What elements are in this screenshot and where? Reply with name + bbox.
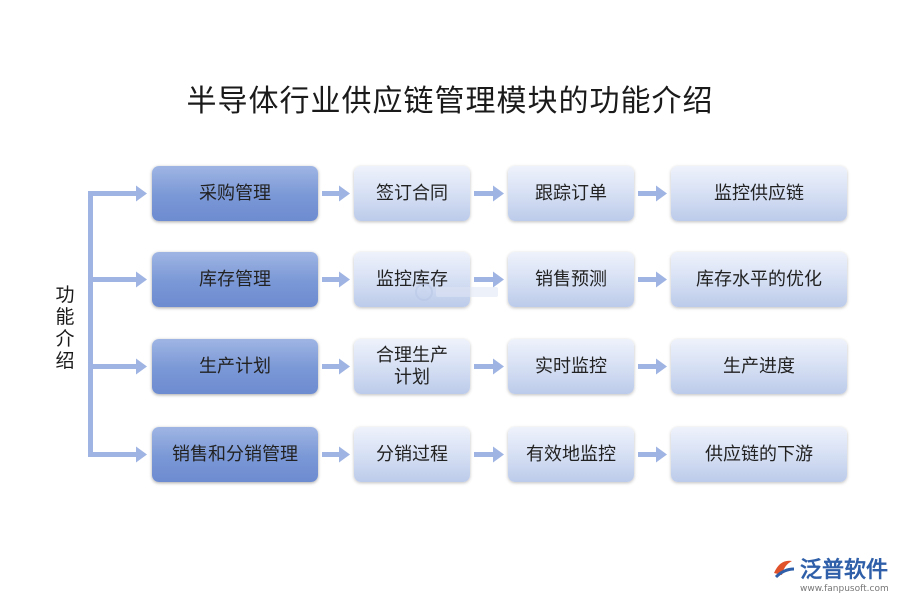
side-label-char: 功 <box>55 284 75 306</box>
brand-name: 泛普软件 <box>800 558 889 583</box>
arrow-line <box>638 364 656 369</box>
primary-box: 库存管理 <box>152 252 318 307</box>
arrow-line <box>638 452 656 457</box>
arrow-line <box>638 277 656 282</box>
arrow-head-icon <box>656 185 667 202</box>
step-box: 有效地监控 <box>508 427 634 482</box>
arrow-head-icon <box>339 271 350 288</box>
step-box: 签订合同 <box>354 166 470 221</box>
arrow-head-icon <box>656 446 667 463</box>
arrow-head-icon <box>656 358 667 375</box>
arrow-head-icon <box>339 185 350 202</box>
step-box: 监控库存 <box>354 252 470 307</box>
arrow-head-icon <box>493 358 504 375</box>
step-box: 实时监控 <box>508 339 634 394</box>
side-label-char: 能 <box>55 306 75 328</box>
primary-box: 采购管理 <box>152 166 318 221</box>
arrow-head-icon <box>136 185 147 202</box>
arrow-head-icon <box>339 446 350 463</box>
branch-line <box>88 277 136 282</box>
arrow-head-icon <box>493 271 504 288</box>
arrow-line <box>322 277 339 282</box>
arrow-line <box>322 191 339 196</box>
result-box: 供应链的下游 <box>671 427 847 482</box>
brand-logo: 泛普软件 <box>770 552 888 584</box>
step-box: 销售预测 <box>508 252 634 307</box>
result-box: 生产进度 <box>671 339 847 394</box>
brand-url: www.fanpusoft.com <box>800 584 889 594</box>
arrow-head-icon <box>493 185 504 202</box>
arrow-line <box>474 277 493 282</box>
arrow-head-icon <box>493 446 504 463</box>
fanpu-watermark-icon <box>414 281 504 307</box>
branch-line <box>88 191 136 196</box>
arrow-line <box>638 191 656 196</box>
arrow-line <box>474 191 493 196</box>
arrow-head-icon <box>136 358 147 375</box>
page-title: 半导体行业供应链管理模块的功能介绍 <box>186 84 714 119</box>
side-label: 功 能 介 绍 <box>53 284 77 372</box>
branch-line <box>88 364 136 369</box>
side-label-char: 介 <box>55 328 75 350</box>
vertical-spine <box>88 191 93 457</box>
result-box: 监控供应链 <box>671 166 847 221</box>
arrow-line <box>322 452 339 457</box>
branch-line <box>88 452 136 457</box>
result-box: 库存水平的优化 <box>671 252 847 307</box>
fanpu-logo-icon <box>774 560 795 579</box>
primary-box: 生产计划 <box>152 339 318 394</box>
step-box: 合理生产计划 <box>354 339 470 394</box>
arrow-head-icon <box>136 271 147 288</box>
side-label-char: 绍 <box>55 350 75 372</box>
step-box: 分销过程 <box>354 427 470 482</box>
arrow-head-icon <box>656 271 667 288</box>
arrow-line <box>474 364 493 369</box>
arrow-line <box>322 364 339 369</box>
arrow-line <box>474 452 493 457</box>
step-box: 跟踪订单 <box>508 166 634 221</box>
arrow-head-icon <box>339 358 350 375</box>
arrow-head-icon <box>136 446 147 463</box>
primary-box: 销售和分销管理 <box>152 427 318 482</box>
